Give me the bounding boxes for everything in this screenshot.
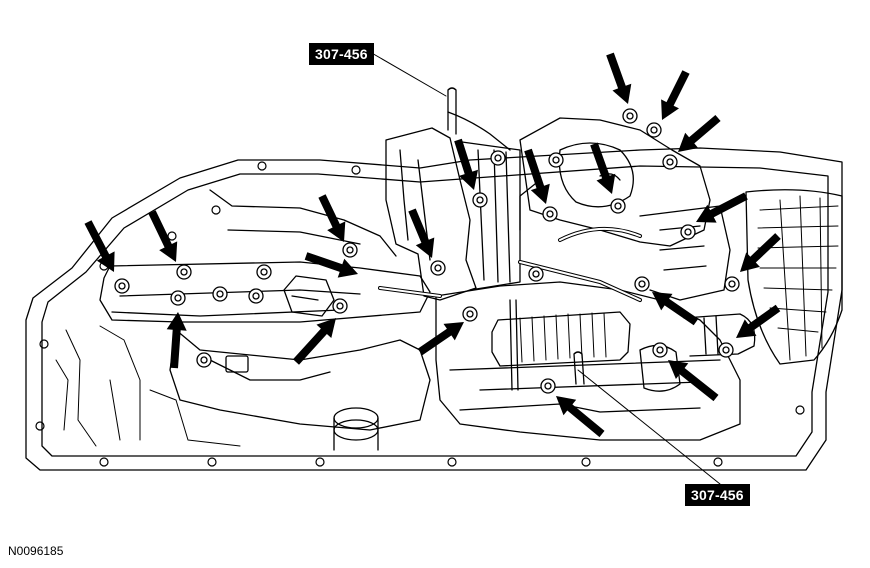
- bolt: [528, 266, 544, 282]
- bolt: [332, 298, 348, 314]
- bolt: [490, 150, 506, 166]
- bolt: [212, 286, 228, 302]
- housing-ribs: [757, 195, 839, 361]
- pan-outer-flange: [25, 147, 843, 471]
- bolt: [610, 198, 626, 214]
- alignment-tool-top: [447, 87, 457, 135]
- leader-line-top: [369, 51, 447, 97]
- indicator-arrow: [293, 318, 336, 365]
- indicator-arrow: [652, 292, 699, 326]
- bolt-indicator-arrows: [84, 52, 781, 438]
- spring-coils: [519, 312, 607, 363]
- figure-id: N0096185: [8, 544, 64, 558]
- valve-body-main: [385, 127, 477, 301]
- bolt: [170, 290, 186, 306]
- bolt: [662, 154, 678, 170]
- indicator-arrow: [84, 220, 115, 272]
- bolt: [342, 242, 358, 258]
- bolt: [196, 352, 212, 368]
- valve-body-right-upper: [519, 117, 711, 247]
- indicator-arrow: [678, 115, 721, 152]
- bolts: [114, 108, 740, 394]
- bolt: [724, 276, 740, 292]
- bolt: [176, 264, 192, 280]
- tool-callout-top: 307-456: [309, 43, 374, 65]
- indicator-arrow: [556, 396, 605, 438]
- bolt: [430, 260, 446, 276]
- indicator-arrow: [661, 70, 690, 120]
- bolt: [652, 342, 668, 358]
- solenoid-connector: [283, 275, 335, 317]
- bolt: [462, 306, 478, 322]
- indicator-arrow: [668, 360, 719, 402]
- bolt: [718, 342, 734, 358]
- indicator-arrow: [736, 304, 781, 338]
- valve-body-lower-center: [435, 281, 741, 441]
- indicator-arrow: [696, 192, 748, 223]
- bolt: [680, 224, 696, 240]
- pan-inner-flange: [41, 165, 829, 457]
- indicator-arrow: [417, 322, 464, 356]
- indicator-arrow: [318, 194, 346, 242]
- bolt: [646, 122, 662, 138]
- bolt: [540, 378, 556, 394]
- bolt: [114, 278, 130, 294]
- spring-assembly: [491, 311, 631, 367]
- indicator-arrow: [606, 52, 632, 104]
- indicator-arrow: [454, 138, 478, 190]
- indicator-arrow: [524, 148, 550, 204]
- indicator-arrow: [408, 208, 435, 258]
- alignment-tool-bottom: [573, 351, 585, 385]
- bolt: [622, 108, 638, 124]
- indicator-arrow: [304, 252, 358, 278]
- tool-callout-bottom: 307-456: [685, 484, 750, 506]
- valve-body-left-lower: [169, 329, 431, 431]
- indicator-arrow: [148, 210, 178, 262]
- valve-plate-left: [99, 261, 431, 323]
- indicator-arrow: [740, 233, 781, 272]
- indicator-arrow: [590, 142, 616, 194]
- bolt: [472, 192, 488, 208]
- leader-line-bottom: [577, 369, 721, 485]
- indicator-arrow: [166, 312, 187, 369]
- bolt: [548, 152, 564, 168]
- bolt: [248, 288, 264, 304]
- bolt: [634, 276, 650, 292]
- pan-interior-detail: [55, 325, 241, 447]
- bolt: [256, 264, 272, 280]
- bolt: [542, 206, 558, 222]
